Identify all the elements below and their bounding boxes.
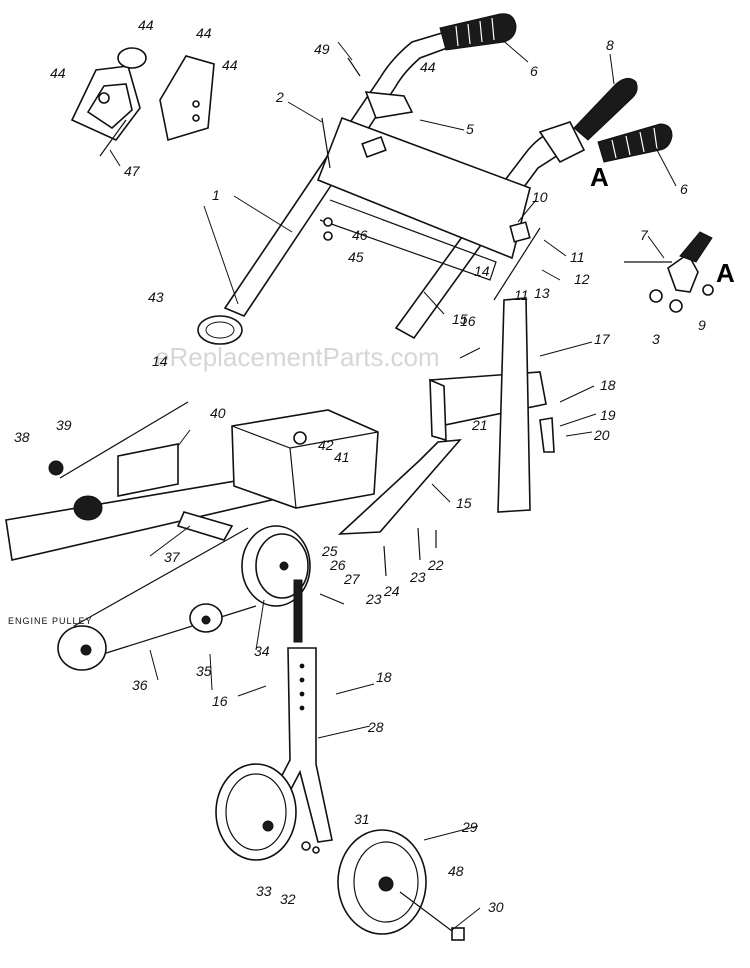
callout-c18b: 18 [376, 669, 392, 685]
callout-c42: 42 [318, 437, 334, 453]
callout-c14b: 14 [152, 353, 168, 369]
callout-c2: 2 [275, 89, 284, 105]
callout-c41: 41 [334, 449, 350, 465]
callout-c45: 45 [348, 249, 364, 265]
callout-c24: 24 [383, 583, 400, 599]
callout-c43: 43 [148, 289, 164, 305]
callout-c15a: 15 [452, 311, 468, 327]
callout-c16b: 16 [212, 693, 228, 709]
control-bracket-parts [70, 47, 215, 157]
callout-c12: 12 [574, 271, 590, 287]
callout-c35: 35 [196, 663, 212, 679]
callout-c46: 46 [352, 227, 368, 243]
lever-detail-assembly [624, 231, 714, 313]
callout-c23b: 23 [409, 569, 426, 585]
callout-c19: 19 [600, 407, 616, 423]
callout-c20: 20 [593, 427, 610, 443]
callout-c39: 39 [56, 417, 72, 433]
callout-c33: 33 [256, 883, 272, 899]
callout-c32: 32 [280, 891, 296, 907]
callout-c44c: 44 [196, 25, 212, 41]
callout-c10: 10 [532, 189, 548, 205]
callout-c29: 29 [461, 819, 478, 835]
part-callouts: 1235667891011111213141415151616171818192… [14, 17, 706, 915]
callout-c28: 28 [367, 719, 384, 735]
callout-c15b: 15 [456, 495, 472, 511]
reference-mark-a-handle: A [590, 162, 609, 192]
engine-pulley-label: ENGINE PULLEY [8, 616, 93, 626]
callout-c27: 27 [343, 571, 361, 587]
handle-assembly [197, 13, 673, 345]
callout-c47: 47 [124, 163, 141, 179]
leader-lines [109, 37, 677, 931]
callout-c14a: 14 [474, 263, 490, 279]
callout-c37: 37 [164, 549, 181, 565]
watermark-text: eReplacementParts.com [155, 342, 440, 372]
callout-c44b: 44 [50, 65, 66, 81]
callout-c3: 3 [652, 331, 660, 347]
callout-c5: 5 [466, 121, 474, 137]
reference-mark-a-detail: A [716, 258, 735, 288]
callout-c22: 22 [427, 557, 444, 573]
callout-c38: 38 [14, 429, 30, 445]
callout-c6b: 6 [680, 181, 688, 197]
callout-c1: 1 [212, 187, 220, 203]
callout-c11a: 11 [570, 249, 585, 265]
callout-c7: 7 [640, 227, 649, 243]
callout-c44d: 44 [222, 57, 238, 73]
callout-c31: 31 [354, 811, 370, 827]
callout-c18a: 18 [600, 377, 616, 393]
callout-c11b: 11 [514, 287, 529, 303]
callout-c9: 9 [698, 317, 706, 333]
drive-belt-assembly [57, 525, 345, 671]
callout-c17: 17 [594, 331, 611, 347]
callout-c49: 49 [314, 41, 330, 57]
callout-c40: 40 [210, 405, 226, 421]
callout-c34: 34 [254, 643, 270, 659]
callout-c36: 36 [132, 677, 148, 693]
callout-c26: 26 [329, 557, 346, 573]
callout-c8: 8 [606, 37, 614, 53]
wheel-assembly [215, 647, 465, 941]
callout-c13: 13 [534, 285, 550, 301]
callout-c23a: 23 [365, 591, 382, 607]
callout-c16a: 16 [460, 313, 476, 329]
callout-c44e: 44 [420, 59, 436, 75]
callout-c6a: 6 [530, 63, 538, 79]
callout-c30: 30 [488, 899, 504, 915]
callout-c48: 48 [448, 863, 464, 879]
frame-assembly [5, 297, 555, 577]
callout-c21: 21 [471, 417, 488, 433]
callout-c44a: 44 [138, 17, 154, 33]
callout-c25: 25 [321, 543, 338, 559]
